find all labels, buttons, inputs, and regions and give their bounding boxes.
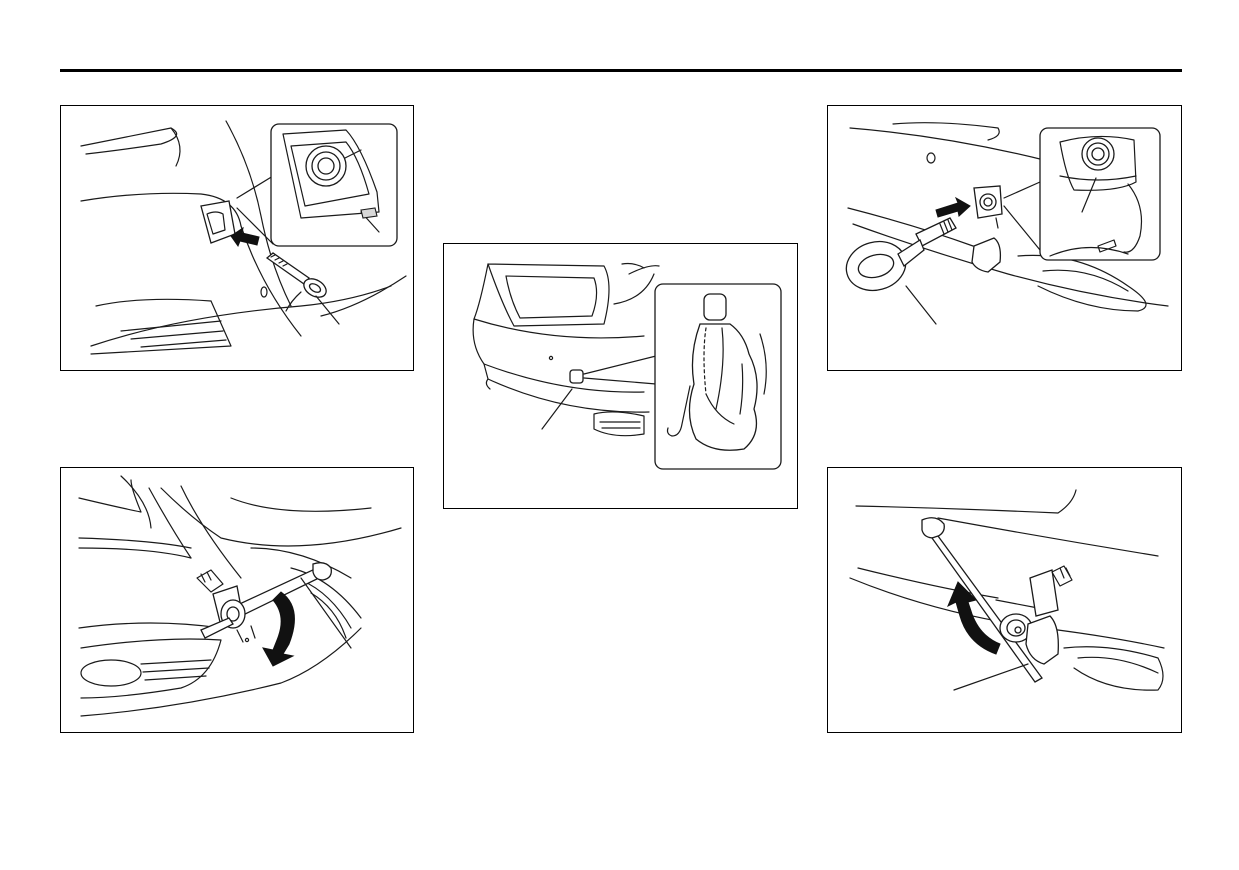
towing-eyelet-icon: [265, 252, 327, 298]
tool-bag-inset: [654, 283, 782, 470]
socket-cover-icon: [971, 185, 1003, 273]
figure-rear-eyelet-tighten: [827, 467, 1182, 733]
header-rule: [60, 69, 1182, 72]
turn-arrow-icon: [262, 591, 295, 667]
towing-eyelet-icon: [1029, 565, 1073, 617]
rear-bumper-icon: [472, 262, 660, 437]
push-arrow-icon: [230, 226, 260, 248]
figure-front-eyelet-install: [60, 105, 414, 371]
towing-eyelet-icon: [845, 217, 957, 292]
towing-eyelet-icon: [196, 569, 224, 593]
figure-front-eyelet-tighten: [60, 467, 414, 733]
push-arrow-icon: [935, 196, 971, 218]
tool-bag-illustration: [472, 262, 782, 470]
rear-eyelet-illustration: [845, 122, 1169, 325]
wheel-wrench-icon: [921, 517, 1043, 683]
cover-socket-icon: [200, 200, 236, 244]
turn-arrow-icon: [947, 581, 1001, 655]
figure-tool-bag-location: [443, 243, 798, 509]
cover-icon: [569, 369, 584, 384]
cover-detail-inset: [270, 123, 398, 247]
figure-rear-eyelet-install: [827, 105, 1182, 371]
front-wrench-illustration: [78, 475, 402, 717]
front-eyelet-illustration: [80, 120, 407, 355]
wheel-wrench-icon: [200, 562, 332, 639]
rear-wrench-illustration: [849, 489, 1165, 691]
socket-detail-inset: [1039, 127, 1161, 261]
